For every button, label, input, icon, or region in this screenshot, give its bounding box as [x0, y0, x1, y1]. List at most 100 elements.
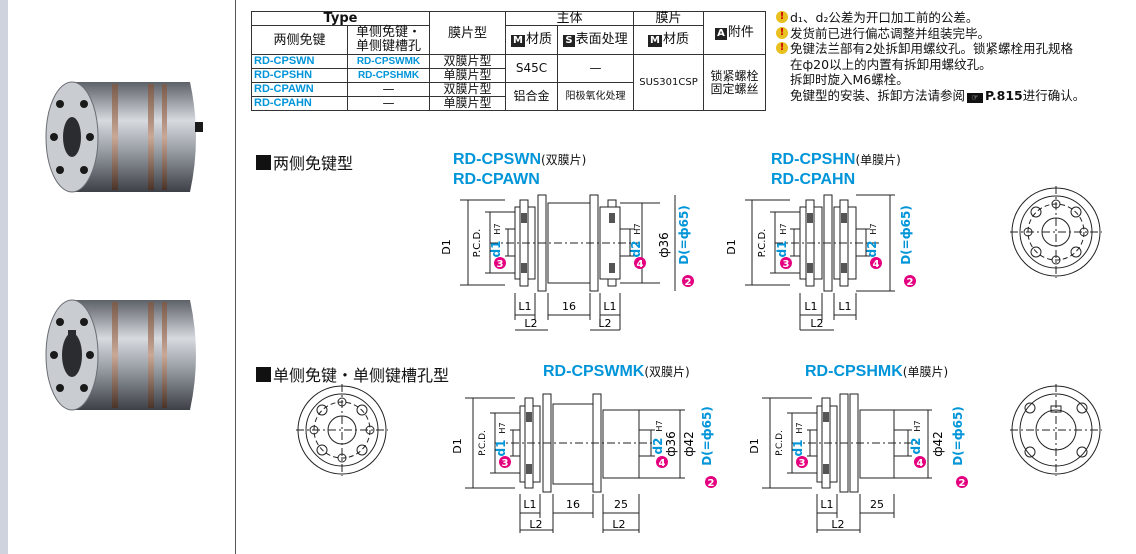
a-icon: A	[715, 28, 727, 40]
drawing-cpshn: D1 P.C.D. 3 d1 H7 4 d2 H7 2 D(=ф65) L1 L…	[725, 194, 916, 331]
warning-icon: !	[776, 42, 788, 54]
dim-d2: d2	[865, 241, 879, 258]
svg-text:4: 4	[659, 458, 666, 469]
svg-text:H7: H7	[795, 422, 804, 433]
s-icon: S	[563, 35, 575, 47]
model-label-cpshmk: RD-CPSHMK(单膜片)	[805, 363, 949, 380]
svg-text:3: 3	[502, 458, 509, 469]
end-view-keyed-left	[296, 384, 388, 476]
dim-pcd: P.C.D.	[757, 229, 768, 258]
dim-pcd: P.C.D.	[478, 430, 488, 456]
note-4: 免键型的安装、拆卸方法请参阅☞P.815进行确认。	[790, 87, 1086, 103]
dim-d2: d2	[629, 241, 643, 258]
model-label-cpswn: RD-CPSWN(双膜片)RD-CPAWN	[453, 151, 587, 188]
dim-L1: L1	[820, 498, 833, 511]
dim-L1: L1	[523, 498, 536, 511]
table-cell-film: 双膜片型	[429, 54, 506, 69]
dim-L1: L1	[838, 300, 851, 313]
dim-L2: L2	[598, 317, 611, 330]
model-label-cpshn: RD-CPSHN(单膜片)RD-CPAHN	[771, 151, 901, 188]
note-3: !免键法兰部有2处拆卸用螺纹孔。锁紧螺栓用孔规格	[776, 41, 1136, 57]
square-bullet-icon	[256, 366, 271, 382]
dim-L1: L1	[804, 300, 817, 313]
drawing-cpshmk: D1 P.C.D. 3 d1 H7 4 d2 H7 ф42 2 D(=ф65) …	[748, 393, 968, 533]
svg-text:3: 3	[497, 259, 504, 270]
header-single-side: 单侧免键・ 单侧键槽孔	[347, 25, 430, 55]
marker-2	[705, 476, 717, 488]
section-title-two-sides: 两侧免键型	[256, 150, 353, 174]
header-body: 主体	[505, 11, 634, 26]
header-film: 膜片	[633, 11, 704, 26]
photo-column	[8, 0, 236, 554]
svg-text:4: 4	[873, 259, 880, 270]
section-title-single-side: 单侧免键・单侧键槽孔型	[256, 362, 449, 386]
dim-d1: d1	[494, 440, 508, 457]
svg-text:H7: H7	[869, 223, 878, 234]
dim-d2: d2	[651, 438, 665, 455]
dim-L1: L1	[518, 300, 531, 313]
svg-text:4: 4	[917, 458, 924, 469]
coupling-photo-single-side	[45, 299, 196, 411]
dim-d2: d2	[909, 438, 923, 455]
table-cell-film: 双膜片型	[429, 82, 506, 97]
dim-D1: D1	[440, 239, 453, 254]
table-cell-model: —	[347, 82, 430, 97]
svg-text:2: 2	[907, 277, 914, 288]
table-cell-model: RD-CPAHN	[251, 96, 348, 111]
square-bullet-icon	[256, 154, 271, 170]
svg-text:H7: H7	[498, 422, 507, 433]
dim-L2: L2	[529, 518, 542, 531]
model-label-cpswmk: RD-CPSWMK(双膜片)	[543, 363, 690, 380]
end-view-keyless	[1010, 186, 1102, 278]
header-type: Type	[251, 11, 430, 26]
dim-d1: d1	[775, 241, 789, 258]
table-cell-model: RD-CPSWMK	[347, 54, 430, 69]
table-cell-model: RD-CPAWN	[251, 82, 348, 97]
svg-text:H7: H7	[633, 223, 642, 234]
end-view-keyed-right	[1010, 384, 1102, 476]
svg-text:2: 2	[685, 277, 692, 288]
dim-D: D(=ф65)	[899, 205, 913, 265]
marker-3	[796, 456, 808, 468]
note-3-cont2: 拆卸时旋入M6螺栓。	[790, 72, 909, 87]
dim-16: 16	[562, 300, 576, 313]
note-1: !d₁、d₂公差为开口加工前的公差。	[776, 10, 1136, 26]
dim-D: D(=ф65)	[951, 406, 965, 466]
dim-L1: L1	[603, 300, 616, 313]
coupling-photo-two-sides	[45, 81, 203, 193]
marker-2	[682, 275, 694, 287]
dim-L2: L2	[831, 518, 844, 531]
dim-25: 25	[614, 498, 628, 511]
svg-text:2: 2	[959, 478, 966, 489]
dim-L2: L2	[524, 317, 537, 330]
dim-D1: D1	[748, 438, 761, 453]
marker-4	[870, 257, 882, 269]
table-cell-surface: 阳极氧化处理	[557, 82, 634, 111]
dim-phi36: ф36	[657, 232, 671, 258]
marker-3	[780, 257, 792, 269]
table-cell-surface: —	[557, 54, 634, 83]
dim-d1: d1	[791, 440, 805, 457]
table-cell-model: —	[347, 96, 430, 111]
drawing-cpswmk: D1 P.C.D. 3 d1 H7 4 d2 H7 ф36 ф42 2 D(=ф…	[451, 393, 717, 533]
dim-L2: L2	[612, 518, 625, 531]
table-cell-model: RD-CPSHMK	[347, 68, 430, 83]
svg-text:3: 3	[799, 458, 806, 469]
note-3-cont: 在ф20以上的内置有拆卸用螺纹孔。	[790, 56, 992, 72]
header-two-sides: 两侧免键	[251, 25, 348, 55]
svg-text:H7: H7	[779, 223, 788, 234]
m-icon: M	[511, 35, 525, 47]
note-2: !发货前已进行偏芯调整并组装完毕。	[776, 26, 1136, 42]
marker-2	[904, 275, 916, 287]
page-reference-link[interactable]: P.815	[985, 87, 1023, 103]
marker-3	[494, 257, 506, 269]
table-cell-model: RD-CPSHN	[251, 68, 348, 83]
dim-d1: d1	[489, 241, 503, 258]
left-rail	[0, 0, 8, 554]
dim-D: D(=ф65)	[700, 406, 714, 466]
svg-text:3: 3	[783, 259, 790, 270]
marker-2	[956, 476, 968, 488]
